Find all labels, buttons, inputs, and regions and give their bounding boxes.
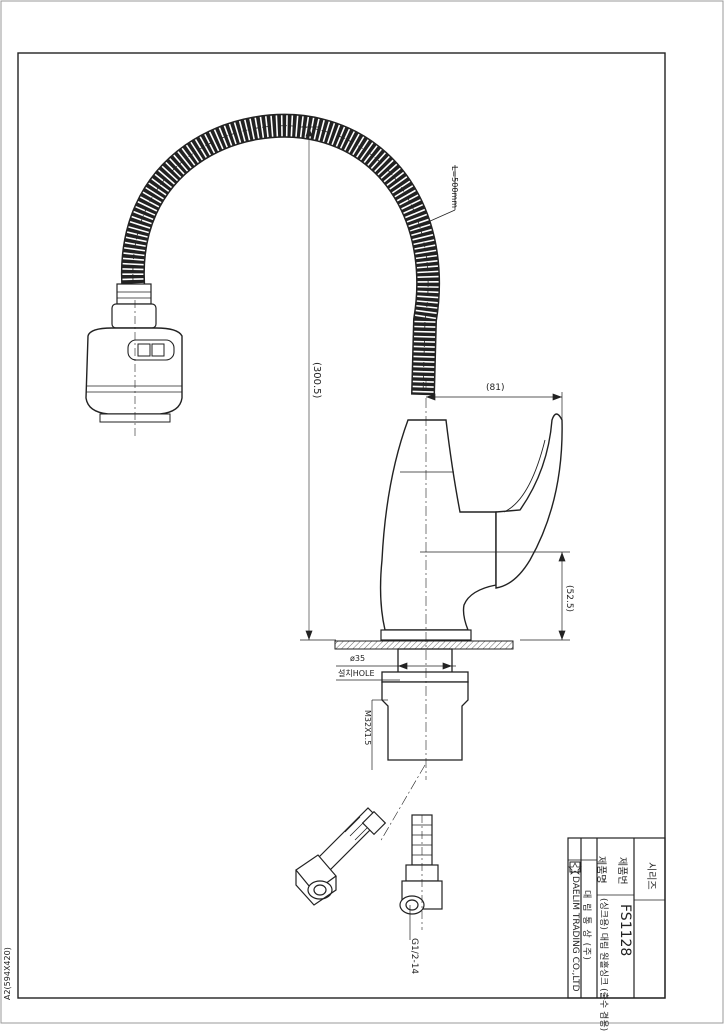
company-name-kr: 대 림 통 상 (주) [581, 890, 591, 961]
supply-hose-left [295, 807, 387, 906]
product-no-label: 제품번 [616, 857, 627, 885]
series-label: 시리즈 [645, 862, 656, 890]
hole-diameter-label: ø35 [350, 654, 366, 663]
dim-handle-height [420, 551, 570, 641]
product-no-value: FS1128 [617, 904, 633, 957]
supply-hose-right [399, 814, 443, 940]
install-hole-label: 설치HOLE [338, 669, 375, 678]
countertop [334, 640, 514, 650]
hose-length-label: L=500mm [450, 166, 459, 209]
title-block [567, 837, 666, 999]
dim-hole [336, 650, 456, 681]
sheet-size-label: A2(594X420) [3, 947, 12, 1000]
spout-height-label: (300.5) [311, 362, 322, 399]
dim-spout-reach [426, 392, 563, 425]
spray-head [85, 283, 183, 438]
product-name-label: 제품명 [595, 856, 606, 884]
drawing-frame [17, 52, 666, 999]
handle-height-label: (52.5) [564, 585, 574, 613]
fitting-axis [379, 764, 426, 843]
spout-reach-label: (81) [486, 383, 505, 393]
dim-spout-height [300, 126, 336, 641]
company-name-en: DAELIM TRADING CO.,LTD [570, 876, 580, 992]
mounting-shank [381, 648, 469, 761]
faucet-body [379, 413, 563, 641]
hose-fitting-label: G1/2-14 [409, 938, 419, 975]
product-name-value: (싱크용) 대림 원홀싱크 (출수 겸용) [598, 898, 608, 1031]
flexible-hose [120, 113, 441, 396]
hose-length-leader [409, 209, 456, 231]
company-logo [568, 861, 582, 875]
thread-label: M32X1.5 [363, 710, 372, 746]
